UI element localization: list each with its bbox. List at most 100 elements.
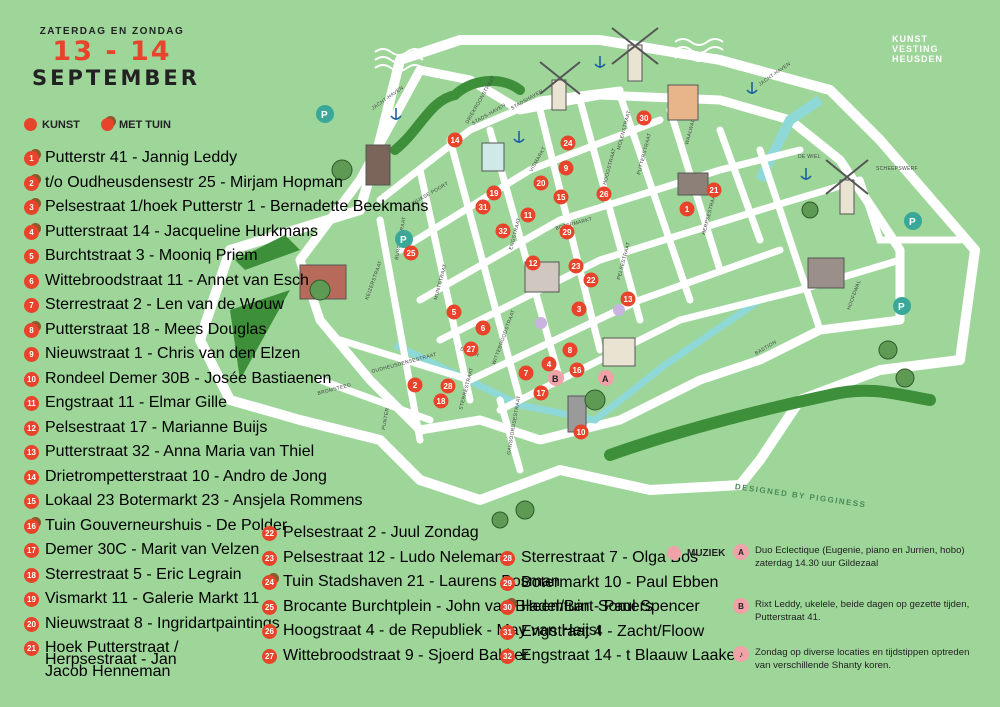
map-marker-number: 5 <box>452 308 457 317</box>
participant-label: Pelsestraat 17 - Marianne Buijs <box>45 418 268 436</box>
map-marker[interactable]: 12 <box>525 255 541 271</box>
map-marker[interactable]: 13 <box>620 291 636 307</box>
participant-number: 31 <box>500 624 515 640</box>
parking-icons: P P P P <box>316 105 922 315</box>
map-marker[interactable]: 32 <box>495 223 511 239</box>
map-marker-dot <box>440 378 456 394</box>
participant-label: Drietrompetterstraat 10 - Andro de Jong <box>45 467 327 485</box>
map-marker[interactable]: 28 <box>440 378 456 394</box>
participant-number: 14 <box>24 469 39 485</box>
map-marker[interactable]: 6 <box>475 320 491 336</box>
map-marker[interactable]: 1 <box>679 201 695 217</box>
map-marker-dot <box>475 320 491 336</box>
map-marker[interactable]: 18 <box>433 393 449 409</box>
map-marker-number: 28 <box>444 382 453 391</box>
map-marker-number: 10 <box>577 428 586 437</box>
map-marker-dot <box>636 110 652 126</box>
participant-number: 25 <box>262 599 277 615</box>
participant-label: Nieuwstraat 1 - Chris van den Elzen <box>45 345 301 362</box>
map-marker[interactable]: 9 <box>558 160 574 176</box>
svg-text:P: P <box>898 302 905 313</box>
map-marker[interactable]: 8 <box>562 342 578 358</box>
map-marker-dot <box>558 160 574 176</box>
map-marker-number: 23 <box>572 262 581 271</box>
map-marker-number: 22 <box>587 276 596 285</box>
map-marker-dot <box>706 182 722 198</box>
map-marker[interactable]: 11 <box>520 207 536 223</box>
map-marker-dot <box>520 207 536 223</box>
music-item-shanty: ♪Zondag op diverse locaties en tijdstipp… <box>733 646 983 672</box>
participant-label: Hoogstraat 4 - de Republiek - May van He… <box>283 622 602 639</box>
map-marker[interactable]: 31 <box>475 199 491 215</box>
map-marker[interactable]: 30 <box>636 110 652 126</box>
map-marker[interactable]: 20 <box>533 175 549 191</box>
participant-number: 1 <box>24 151 39 166</box>
map-marker-number: 27 <box>467 345 476 354</box>
map-marker[interactable]: 4 <box>541 356 557 372</box>
map-marker[interactable]: 25 <box>403 245 419 261</box>
map-marker[interactable]: 5 <box>446 304 462 320</box>
map-marker-dot <box>525 255 541 271</box>
map-marker-dot <box>533 385 549 401</box>
map-marker-dot <box>679 201 695 217</box>
map-marker-dot <box>559 224 575 240</box>
map-marker-number: 29 <box>563 228 572 237</box>
map-marker[interactable]: 21 <box>706 182 722 198</box>
map-marker-number: 15 <box>557 193 566 202</box>
map-marker-number: 2 <box>413 381 418 390</box>
participant-label: Putterstraat 32 - Anna Maria van Thiel <box>45 443 315 460</box>
map-marker[interactable]: 19 <box>486 185 502 201</box>
map-marker[interactable]: 26 <box>596 186 612 202</box>
map-marker[interactable]: 7 <box>518 365 534 381</box>
participant-number: 28 <box>500 551 515 566</box>
map-marker[interactable]: 22 <box>583 272 599 288</box>
participant-label: t/o Oudheusdensestr 25 - Mirjam Hopman <box>45 173 343 191</box>
participant-label: Tuin Stadshaven 21 - Laurens Bosman <box>283 573 560 590</box>
map-marker[interactable]: 14 <box>447 132 463 148</box>
map-marker[interactable]: 29 <box>559 224 575 240</box>
music-note-icon: B <box>733 598 749 614</box>
participant-number: 30 <box>500 600 515 615</box>
map-marker[interactable]: 3 <box>571 301 587 317</box>
svg-text:HOOFDWAL: HOOFDWAL <box>846 279 862 310</box>
map-marker[interactable]: 23 <box>568 258 584 274</box>
map-marker[interactable]: 2 <box>407 377 423 393</box>
map-marker-dot <box>620 291 636 307</box>
participant-number: 18 <box>24 567 39 583</box>
participant-number: 5 <box>24 249 39 264</box>
participant-number: 19 <box>24 592 39 607</box>
canal-demer <box>393 297 762 424</box>
map-marker[interactable]: 27 <box>463 341 479 357</box>
music-note-icon: A <box>733 544 749 560</box>
map-marker-number: 8 <box>568 346 573 355</box>
participant-label: Lokaal 23 Botermarkt 23 - Ansjela Rommen… <box>45 492 363 509</box>
participant-item: 11 Engstraat 11 - Elmar Gille <box>24 394 227 411</box>
map-marker[interactable]: 17 <box>533 385 549 401</box>
map-marker[interactable]: 10 <box>573 424 589 440</box>
participant-number: 11 <box>24 396 39 411</box>
participant-label: Sterrestraat 7 - Olga Bos <box>521 549 698 566</box>
participant-label: Pelsestraat 2 - Juul Zondag <box>283 524 479 541</box>
map-marker[interactable]: 16 <box>569 362 585 378</box>
map-marker-number: 9 <box>564 164 569 173</box>
svg-text:KEIZERSTRAAT: KEIZERSTRAAT <box>364 260 384 301</box>
map-marker[interactable]: 15 <box>553 189 569 205</box>
participant-label: Engstraat 11 - Elmar Gille <box>45 394 227 411</box>
map-marker[interactable]: 24 <box>560 135 576 151</box>
